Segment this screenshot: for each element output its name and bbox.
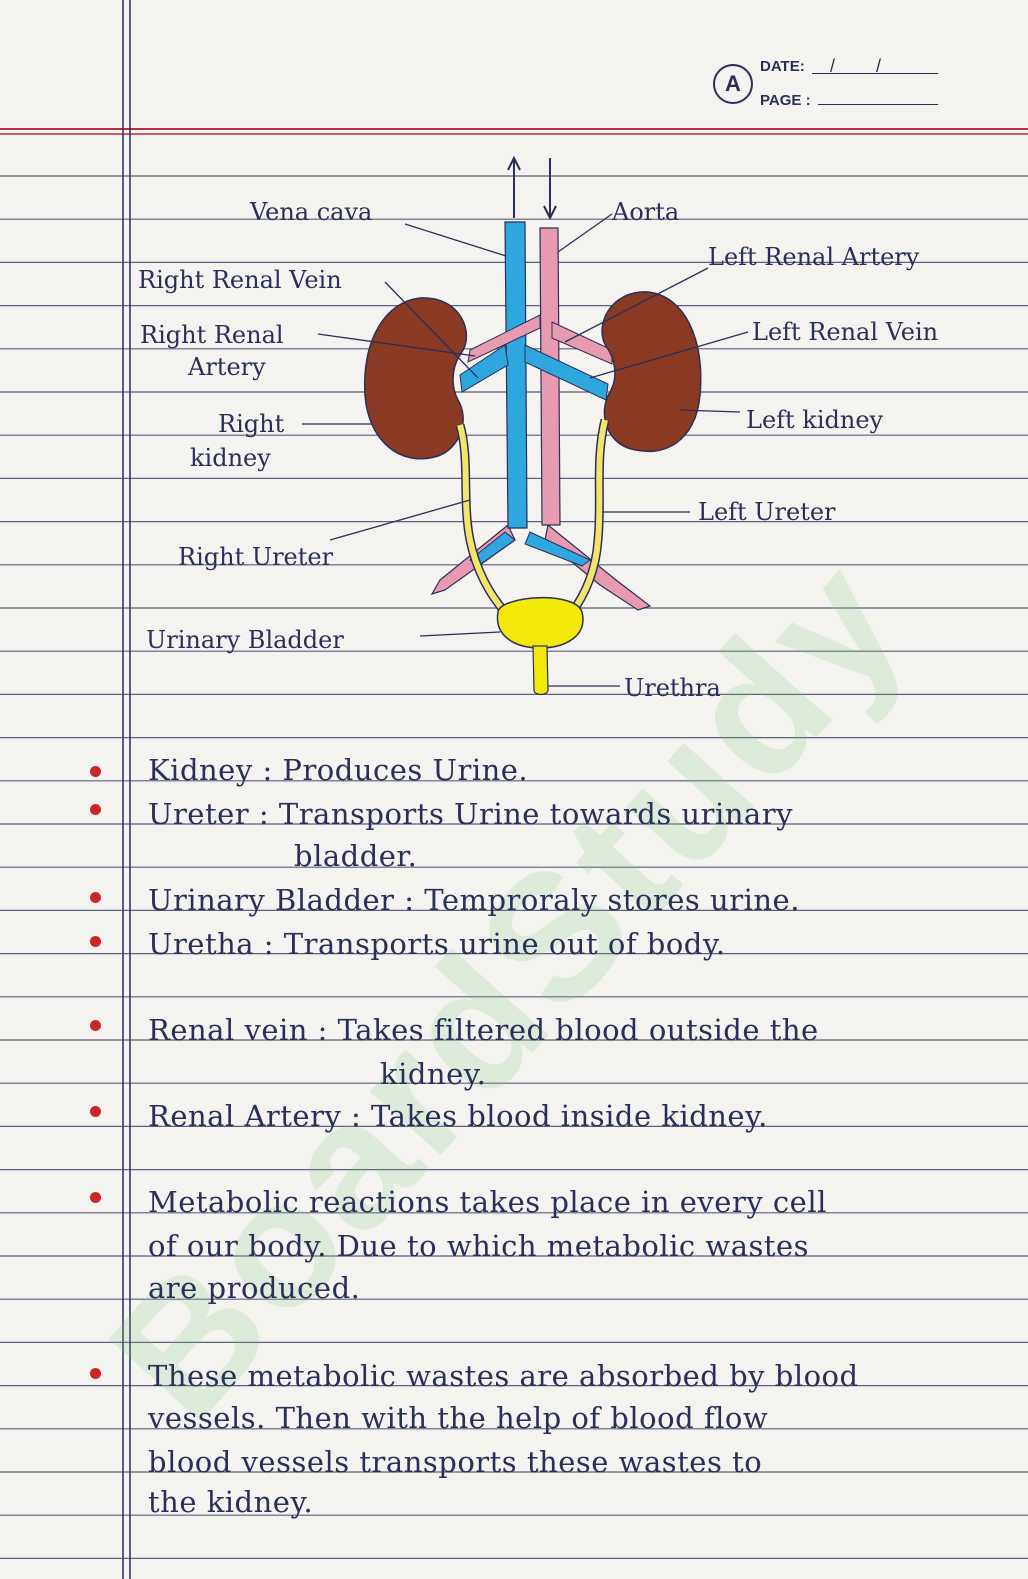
bullet-ureter bbox=[90, 804, 101, 815]
label-left-renal-vein: Left Renal Vein bbox=[752, 318, 938, 346]
bullet-renal-artery bbox=[90, 1106, 101, 1117]
note-wastes-4: the kidney. bbox=[148, 1485, 314, 1519]
right-renal-artery bbox=[467, 314, 541, 363]
aorta bbox=[539, 227, 561, 526]
note-ureter: Ureter : Transports Urine towards urinar… bbox=[148, 797, 793, 831]
urinary-bladder bbox=[496, 596, 584, 649]
bullet-metabolic bbox=[90, 1192, 101, 1203]
blood-flow-arrows bbox=[507, 155, 557, 221]
note-urethra: Uretha : Transports urine out of body. bbox=[148, 927, 726, 961]
label-right-kidney-2: kidney bbox=[190, 444, 271, 472]
right-renal-vein bbox=[459, 344, 509, 393]
label-urethra: Urethra bbox=[624, 674, 721, 702]
label-urinary-bladder: Urinary Bladder bbox=[146, 626, 344, 654]
note-ureter-cont: bladder. bbox=[294, 839, 418, 873]
left-kidney bbox=[601, 291, 702, 453]
urethra bbox=[532, 645, 549, 696]
note-metabolic-3: are produced. bbox=[148, 1271, 361, 1305]
urinary-system-diagram: Vena cava Aorta Left Renal Artery Right … bbox=[138, 155, 938, 702]
vena-cava bbox=[504, 221, 528, 529]
note-renal-vein: Renal vein : Takes filtered blood outsid… bbox=[148, 1013, 819, 1047]
date-label: DATE: bbox=[760, 58, 805, 75]
bullet-bladder bbox=[90, 892, 101, 903]
bullet-wastes bbox=[90, 1368, 101, 1379]
bullet-kidney bbox=[90, 766, 101, 777]
note-kidney: Kidney : Produces Urine. bbox=[148, 753, 529, 787]
page-label: PAGE : bbox=[760, 92, 811, 109]
page-underline bbox=[818, 104, 938, 105]
brand-logo: A bbox=[713, 64, 753, 104]
right-kidney bbox=[364, 297, 468, 460]
label-right-ureter: Right Ureter bbox=[178, 543, 334, 571]
note-wastes-1: These metabolic wastes are absorbed by b… bbox=[148, 1359, 859, 1393]
note-metabolic-1: Metabolic reactions takes place in every… bbox=[148, 1185, 827, 1219]
date-underline bbox=[812, 73, 938, 74]
left-renal-artery bbox=[551, 321, 613, 365]
note-renal-vein-cont: kidney. bbox=[380, 1057, 487, 1091]
note-metabolic-2: of our body. Due to which metabolic wast… bbox=[148, 1229, 810, 1263]
label-vena-cava: Vena cava bbox=[249, 198, 372, 226]
label-left-ureter: Left Ureter bbox=[698, 498, 836, 526]
note-bladder: Urinary Bladder : Temproraly stores urin… bbox=[148, 883, 800, 917]
label-aorta: Aorta bbox=[611, 198, 679, 226]
label-right-renal-vein: Right Renal Vein bbox=[138, 266, 342, 294]
note-wastes-3: blood vessels transports these wastes to bbox=[148, 1445, 763, 1479]
date-value: / / bbox=[830, 56, 900, 76]
label-right-renal-artery: Right Renal bbox=[140, 321, 284, 349]
bullet-renal-vein bbox=[90, 1020, 101, 1031]
label-left-kidney: Left kidney bbox=[746, 406, 884, 434]
note-renal-artery: Renal Artery : Takes blood inside kidney… bbox=[148, 1099, 768, 1133]
leader-lines bbox=[302, 213, 749, 687]
bullet-urethra bbox=[90, 936, 101, 947]
note-wastes-2: vessels. Then with the help of blood flo… bbox=[148, 1401, 769, 1435]
label-right-kidney: Right bbox=[218, 410, 285, 438]
label-right-renal-artery-2: Artery bbox=[187, 353, 266, 381]
label-left-renal-artery: Left Renal Artery bbox=[708, 243, 920, 271]
